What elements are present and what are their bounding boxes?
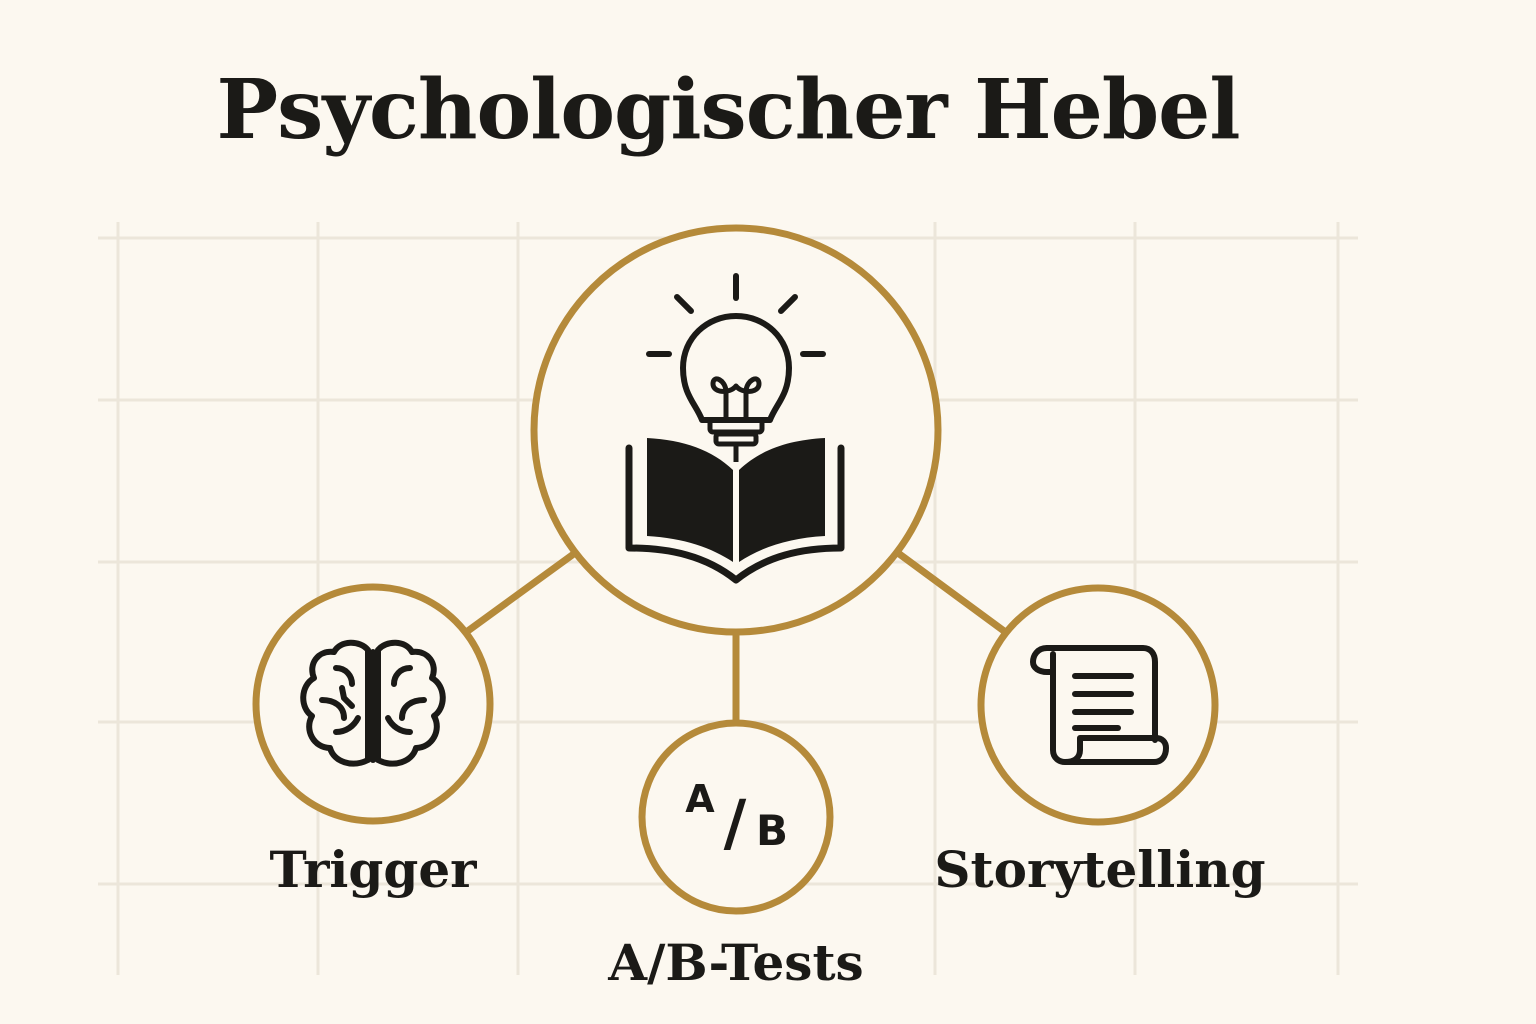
scroll-icon [1030, 645, 1169, 765]
ab-icon-letter-b: B [756, 806, 788, 855]
node-trigger [252, 583, 494, 825]
ab-icon-slash: / [724, 786, 747, 859]
ab-icon: A / B [685, 777, 788, 859]
label-ab-tests: A/B-Tests [608, 933, 864, 992]
node-ab-tests-ring [638, 719, 834, 915]
node-storytelling [977, 584, 1219, 826]
brain-icon [300, 639, 446, 767]
diagram-title: Psychologischer Hebel [216, 62, 1241, 158]
ab-icon-letter-a: A [685, 777, 715, 821]
node-ab-tests: A / B [638, 719, 834, 915]
label-trigger: Trigger [269, 840, 477, 899]
center-node [530, 224, 942, 636]
connector-storytelling [894, 549, 1008, 635]
lightbulb-over-open-book-icon [625, 273, 845, 584]
label-storytelling: Storytelling [934, 840, 1266, 899]
connector-trigger [461, 549, 579, 637]
node-storytelling-ring [977, 584, 1219, 826]
